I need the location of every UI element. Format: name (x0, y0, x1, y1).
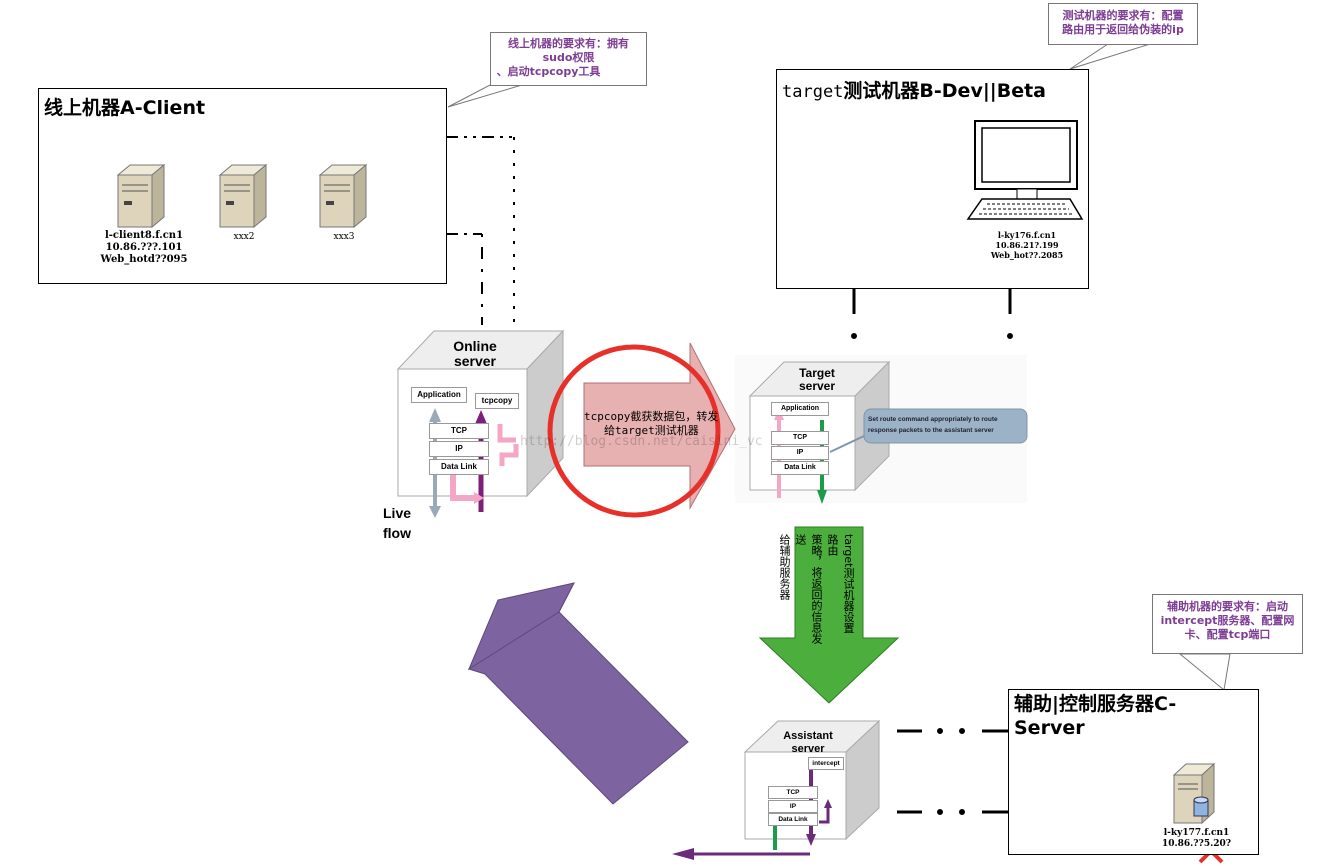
assist-callout-tail (1178, 653, 1231, 691)
assistant-server-line2: server (791, 743, 825, 755)
intercept-layer: intercept (808, 757, 844, 770)
route-text-line3: 给辅助服务器 (778, 534, 791, 600)
application-layer: Application (771, 402, 829, 416)
host-ip: 10.86.???.101 (105, 242, 183, 253)
host-name: xxx2 (233, 232, 255, 242)
online-server-title: Online server (430, 339, 520, 369)
target-server-line2: server (798, 379, 836, 393)
tcp-layer: TCP (429, 423, 489, 439)
capture-text-line1: tcpcopy截获数据包，转发 (584, 410, 719, 423)
target-requirements-callout: 测试机器的要求有：配置 路由用于返回给伪装的ip (1048, 3, 1198, 45)
ip-layer: IP (768, 800, 818, 813)
assist-title-line2: Server (1014, 717, 1085, 739)
capture-text-line2: 给target测试机器 (604, 424, 699, 437)
target-title-main: 测试机器B-Dev||Beta (843, 80, 1046, 102)
server-icon (116, 163, 166, 229)
watermark: http://blog.csdn.net/caisini_vc (520, 434, 763, 449)
assist-host-label: l-ky177.f.cn1 10.86.??5.20? (1154, 828, 1239, 850)
callout-line: 卡、配置tcp端口 (1184, 628, 1271, 641)
host-name: l-ky177.f.cn1 (1163, 828, 1230, 838)
target-server-title: Target server (777, 367, 857, 393)
route-note-line: Set route command appropriately to route (868, 416, 998, 423)
host-name: xxx3 (333, 232, 355, 242)
ip-layer: IP (429, 441, 489, 457)
target-host-label: l-ky176.f.cn1 10.86.21?.199 Web_hot??.20… (977, 230, 1077, 260)
capture-arrow (583, 342, 736, 510)
assistant-server-title: Assistant server (770, 730, 846, 756)
client-requirements-callout: 线上机器的要求有：拥有 sudo权限 、启动tcpcopy工具 (490, 32, 647, 86)
online-title-line2: server (453, 353, 497, 369)
callout-line: 路由用于返回给伪装的ip (1062, 23, 1184, 36)
route-note-line: response packets to the assistant server (868, 427, 994, 434)
live-flow-line2: flow (383, 525, 411, 541)
callout-line: sudo权限 (542, 51, 595, 64)
host-ip: 10.86.21?.199 (995, 240, 1059, 250)
host-ip: 10.86.??5.20? (1161, 839, 1232, 849)
assistant-server-line1: Assistant (783, 730, 833, 742)
host-name: l-ky176.f.cn1 (997, 230, 1057, 240)
callout-line: 辅助机器的要求有：启动 (1167, 600, 1288, 613)
target-connector (851, 289, 1013, 339)
target-title-prefix: target (782, 82, 844, 102)
client-panel: 线上机器A-Client l-client8.f.cn1 (38, 88, 447, 284)
bottom-output-arrow (672, 848, 810, 860)
route-arrow-text: target测试机器设置路由 策略，将返回的信息发送 给辅助服务器 (778, 534, 856, 644)
route-arrow (758, 526, 900, 704)
target-panel: target测试机器B-Dev||Beta l-ky176.f.cn1 10.8… (776, 69, 1089, 289)
route-note: Set route command appropriately to route… (868, 414, 1026, 436)
client-panel-title: 线上机器A-Client (44, 97, 206, 119)
target-callout-tail (1069, 43, 1151, 70)
assist-requirements-callout: 辅助机器的要求有：启动 intercept服务器、配置网 卡、配置tcp端口 (1152, 594, 1303, 654)
server-icon (218, 163, 268, 229)
callout-line: 测试机器的要求有：配置 (1062, 9, 1184, 22)
server-icon (318, 163, 368, 229)
ip-layer: IP (771, 446, 829, 460)
tcp-layer: TCP (768, 786, 818, 799)
live-flow-label: Live flow (383, 503, 433, 543)
live-flow-line1: Live (383, 505, 412, 521)
target-server-line1: Target (799, 366, 835, 380)
client-callout-tail (447, 84, 523, 108)
database-server-icon (1172, 762, 1216, 825)
callout-line: 、启动tcpcopy工具 (496, 65, 601, 78)
application-layer: Application (411, 387, 467, 403)
capture-arrow-text: tcpcopy截获数据包，转发 给target测试机器 (584, 410, 734, 438)
route-text-line1: target测试机器设置路由 (826, 534, 855, 634)
client-connector (446, 136, 515, 325)
data-link-layer: Data Link (429, 459, 489, 475)
host-alias: Web_hotd??095 (100, 254, 188, 265)
tcpcopy-layer: tcpcopy (475, 393, 519, 409)
computer-icon (966, 120, 1084, 220)
assist-title-line1: 辅助|控制服务器C- (1014, 693, 1177, 715)
tcp-layer: TCP (771, 431, 829, 445)
online-title-line1: Online (453, 338, 497, 354)
callout-line: intercept服务器、配置网 (1160, 614, 1295, 627)
client-servers (116, 163, 368, 229)
route-text-line2: 策略，将返回的信息发送 (794, 534, 823, 644)
data-link-layer: Data Link (768, 813, 818, 826)
target-server-box (735, 355, 1028, 504)
data-link-layer: Data Link (771, 461, 829, 475)
host-name: l-client8.f.cn1 (104, 230, 184, 241)
callout-line: 线上机器的要求有：拥有 (508, 37, 629, 50)
capture-highlight-ellipse (547, 344, 721, 518)
assist-panel-title: 辅助|控制服务器C- Server (1014, 692, 1176, 740)
host-alias: Web_hot??.2085 (990, 250, 1064, 260)
client-host-label: l-client8.f.cn1 10.86.???.101 Web_hotd??… (94, 230, 194, 266)
assist-connector (897, 728, 1008, 815)
assist-panel: 辅助|控制服务器C- Server l-ky177.f.cn1 10.86.??… (1008, 689, 1259, 855)
target-panel-title: target测试机器B-Dev||Beta (782, 76, 1046, 103)
